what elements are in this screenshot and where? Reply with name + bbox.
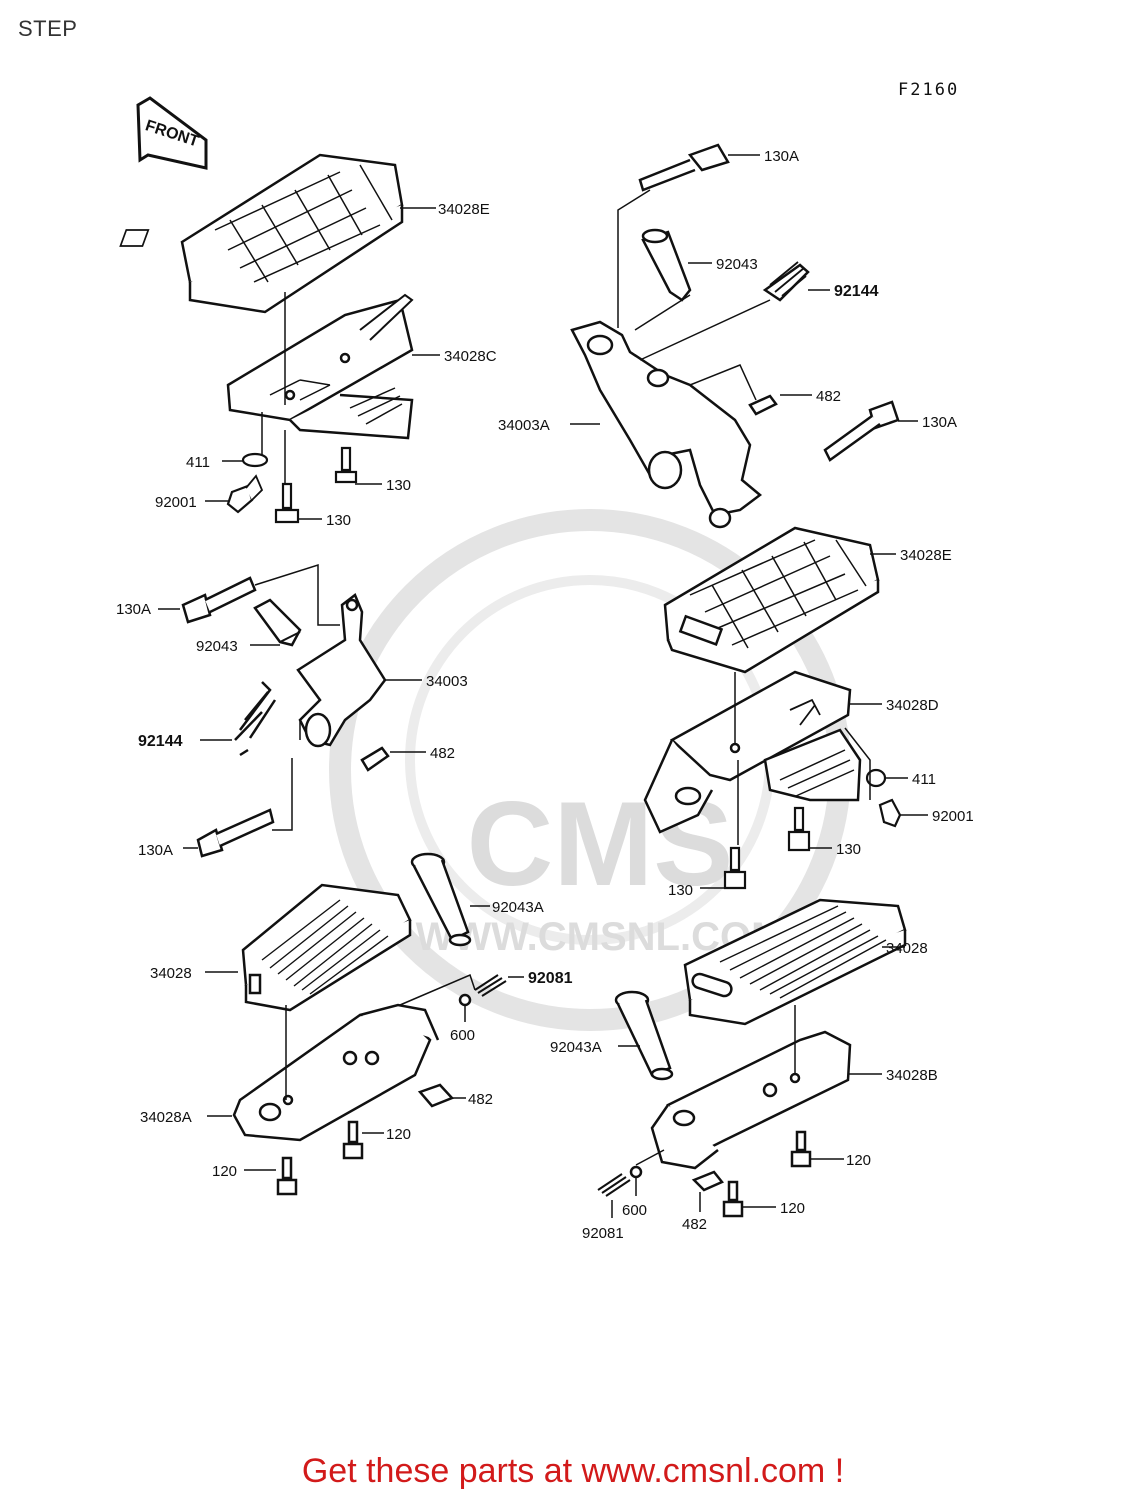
part-footpeg-rubber-34028e-top <box>119 153 404 314</box>
label-600-right: 600 <box>622 1202 647 1219</box>
label-130-b: 130 <box>326 512 351 529</box>
label-130-a: 130 <box>386 477 411 494</box>
label-120-c: 120 <box>846 1152 871 1169</box>
part-step-bracket-34003a <box>570 143 900 529</box>
part-footpeg-bracket-34028d <box>643 670 862 834</box>
part-footpeg-rubber-34028-left <box>241 883 412 1012</box>
label-34028b: 34028B <box>886 1067 938 1084</box>
label-92043a-right: 92043A <box>550 1039 602 1056</box>
label-130a-top-right-1: 130A <box>764 148 799 165</box>
label-34003: 34003 <box>426 673 468 690</box>
cta-link[interactable]: Get these parts at www.cmsnl.com ! <box>301 1452 845 1490</box>
label-120-b: 120 <box>212 1163 237 1180</box>
label-92043a-left: 92043A <box>492 899 544 916</box>
label-130-d: 130 <box>668 882 693 899</box>
part-footpeg-rubber-34028e-right <box>663 526 880 674</box>
part-hardware-right-mid <box>723 768 902 890</box>
page-title: STEP <box>18 16 78 41</box>
label-411-right: 411 <box>912 771 936 788</box>
exploded-parts-diagram: CMS WWW.CMSNL.COM FRONT <box>116 96 974 1242</box>
label-34028-left: 34028 <box>150 965 192 982</box>
diagram-code: F2160 <box>898 80 960 100</box>
label-482-b: 482 <box>816 388 841 405</box>
part-footpeg-rubber-34028-right <box>683 898 907 1026</box>
label-92043-left: 92043 <box>196 638 238 655</box>
part-footpeg-bracket-34028c <box>226 293 414 440</box>
label-482-d: 482 <box>682 1216 707 1233</box>
label-34028-right: 34028 <box>886 940 928 957</box>
leader-lines-mid-left <box>158 563 426 849</box>
label-34003a: 34003A <box>498 417 550 434</box>
leader-lines-top-left <box>205 207 440 520</box>
label-482-c: 482 <box>468 1091 493 1108</box>
part-footpeg-bracket-34028b <box>597 1030 852 1218</box>
label-92081-right: 92081 <box>582 1225 624 1242</box>
leader-lines-bottom-left <box>205 905 524 1171</box>
part-spring-92081-left <box>474 974 507 997</box>
label-92001-left: 92001 <box>155 494 197 511</box>
part-number-labels: 34028E 34028C 411 130 92001 130 130A 920… <box>116 148 974 1242</box>
part-pin-92043a-left <box>410 852 472 947</box>
part-pin-92043a-right <box>614 990 674 1081</box>
label-34028a: 34028A <box>140 1109 192 1126</box>
part-step-bracket-34003 <box>181 576 390 858</box>
front-arrow-icon: FRONT <box>136 96 208 170</box>
label-120-d: 120 <box>780 1200 805 1217</box>
label-92144-left: 92144 <box>138 733 183 750</box>
part-hardware-top-left <box>226 446 358 524</box>
label-34028e-top: 34028E <box>438 201 490 218</box>
label-34028d: 34028D <box>886 697 939 714</box>
label-92001-right: 92001 <box>932 808 974 825</box>
label-130-c: 130 <box>836 841 861 858</box>
label-411-left: 411 <box>186 454 210 471</box>
label-130a-top-right-2: 130A <box>922 414 957 431</box>
label-92144-right: 92144 <box>834 283 879 300</box>
label-120-a: 120 <box>386 1126 411 1143</box>
leader-lines-top-right <box>570 154 918 425</box>
leader-lines-mid-right <box>700 553 928 889</box>
label-34028e-right: 34028E <box>900 547 952 564</box>
part-footpeg-bracket-34028a <box>232 993 472 1196</box>
label-130a-left-1: 130A <box>116 601 151 618</box>
label-92081-left: 92081 <box>528 970 573 987</box>
label-92043-right: 92043 <box>716 256 758 273</box>
label-482-a: 482 <box>430 745 455 762</box>
label-130a-left-2: 130A <box>138 842 173 859</box>
label-600-left: 600 <box>450 1027 475 1044</box>
leader-lines-bottom-right <box>611 946 905 1218</box>
label-34028c: 34028C <box>444 348 497 365</box>
